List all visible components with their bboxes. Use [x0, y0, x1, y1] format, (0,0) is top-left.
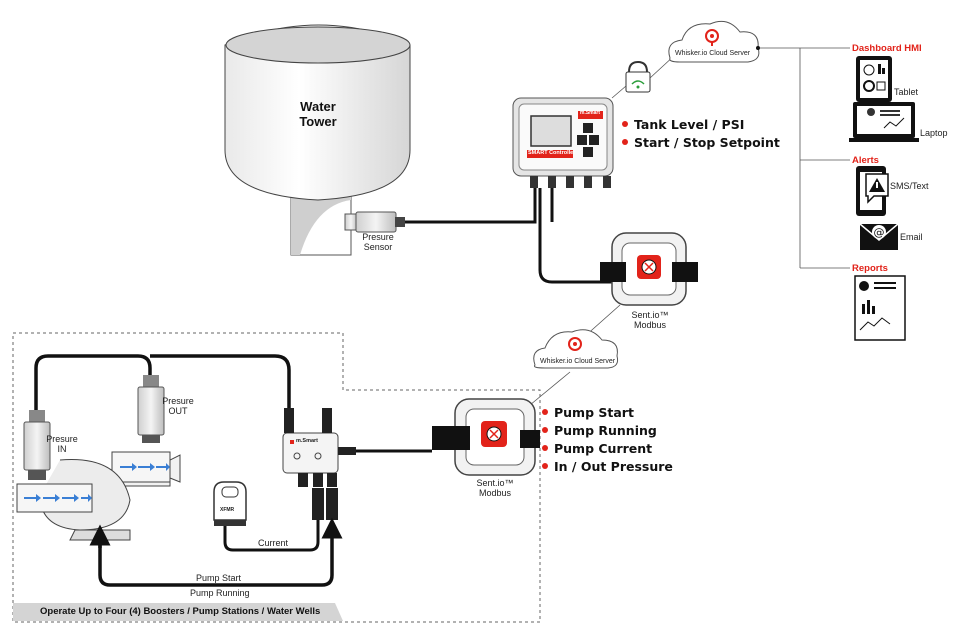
pressure-in-sensor-icon: [23, 410, 51, 480]
pump-station-boundary: [12, 332, 541, 623]
cloud-server-top-icon: [668, 20, 760, 63]
bullet-dot: [542, 462, 548, 469]
alerts-title: Alerts: [852, 155, 879, 166]
water-tower-label-line1: Water: [300, 99, 336, 114]
pump-icon: [16, 451, 181, 541]
pressure-in-label: Presure IN: [46, 434, 78, 455]
sentio-bottom-label: Sent.io™ Modbus: [476, 478, 513, 499]
bullet-dot: [622, 120, 628, 127]
water-tower: [224, 24, 411, 256]
pressure-in-label-line2: IN: [57, 444, 67, 455]
controller-brand: m.Smart: [580, 110, 601, 116]
pressure-out-label: Presure OUT: [162, 396, 194, 417]
pump-bullet-3-text: Pump Current: [554, 441, 653, 456]
pressure-sensor-label-line2: Sensor: [363, 242, 393, 253]
xfmr-label: XFMR: [220, 507, 235, 513]
svg-text:@: @: [874, 226, 885, 239]
footer-caption: Operate Up to Four (4) Boosters / Pump S…: [40, 606, 321, 617]
pump-bullet-4: In / Out Pressure: [542, 459, 673, 474]
pressure-sensor-label: Presure Sensor: [362, 232, 394, 253]
pump-bullet-2: Pump Running: [542, 423, 657, 438]
sentio-top-label: Sent.io™ Modbus: [631, 310, 668, 331]
pressure-sensor-label-line1: Presure: [362, 232, 394, 242]
pump-running-label: Pump Running: [190, 588, 250, 598]
controller-bullet-1: Tank Level / PSI: [622, 117, 744, 132]
m-smart-hub-icon: [282, 408, 356, 487]
smart-controller-icon: [512, 97, 614, 188]
cloud-top-label: Whisker.io Cloud Server: [675, 50, 751, 57]
email-icon: @: [859, 223, 899, 250]
laptop-icon: [849, 102, 919, 142]
pump-bullet-3: Pump Current: [542, 441, 652, 456]
pump-bullet-1-text: Pump Start: [554, 405, 634, 420]
controller-bullet-1-text: Tank Level / PSI: [634, 117, 745, 132]
water-tower-label: Water Tower: [299, 99, 337, 130]
sentio-top-icon: [600, 232, 698, 306]
dashboard-title: Dashboard HMI: [852, 43, 922, 54]
controller-bullet-2: Start / Stop Setpoint: [622, 135, 780, 150]
pressure-out-label-line2: OUT: [168, 406, 188, 417]
reports-title: Reports: [852, 263, 888, 274]
pressure-sensor-icon: [344, 211, 405, 233]
water-tower-label-line2: Tower: [299, 113, 337, 129]
pressure-in-label-line1: Presure: [46, 434, 78, 444]
footer-tab: [13, 603, 343, 621]
sms-label: SMS/Text: [890, 181, 929, 191]
bullet-dot: [542, 408, 548, 415]
current-label: Current: [258, 538, 289, 548]
report-icon: [854, 275, 906, 341]
sentio-bottom-icon: [432, 398, 540, 476]
bullet-dot: [622, 138, 628, 145]
pressure-out-label-line1: Presure: [162, 396, 194, 406]
laptop-label: Laptop: [920, 128, 948, 138]
pump-bullet-4-text: In / Out Pressure: [554, 459, 673, 474]
sentio-bottom-label-line2: Modbus: [478, 488, 512, 499]
hub-brand: m.Smart: [296, 438, 319, 444]
controller-bullet-2-text: Start / Stop Setpoint: [634, 135, 780, 150]
bullet-dot: [542, 444, 548, 451]
tablet-label: Tablet: [894, 87, 919, 97]
lock-icon: [625, 60, 651, 93]
phone-alert-icon: [856, 166, 889, 216]
controller-name: SMART Controller: [528, 150, 576, 156]
pressure-out-sensor-icon: [137, 375, 165, 443]
pump-start-label: Pump Start: [196, 573, 242, 583]
bullet-dot: [542, 426, 548, 433]
sentio-bottom-label-line1: Sent.io™: [476, 478, 514, 488]
sentio-top-label-line1: Sent.io™: [631, 310, 669, 320]
cloud-server-bottom-icon: [533, 329, 619, 369]
cloud-bottom-label: Whisker.io Cloud Server: [540, 358, 616, 365]
pump-bullet-2-text: Pump Running: [554, 423, 657, 438]
xfmr-clamp-icon: [213, 481, 247, 526]
sentio-top-label-line2: Modbus: [633, 320, 667, 331]
tablet-icon: [856, 56, 892, 102]
pump-bullet-1: Pump Start: [542, 405, 634, 420]
email-label: Email: [900, 232, 923, 242]
